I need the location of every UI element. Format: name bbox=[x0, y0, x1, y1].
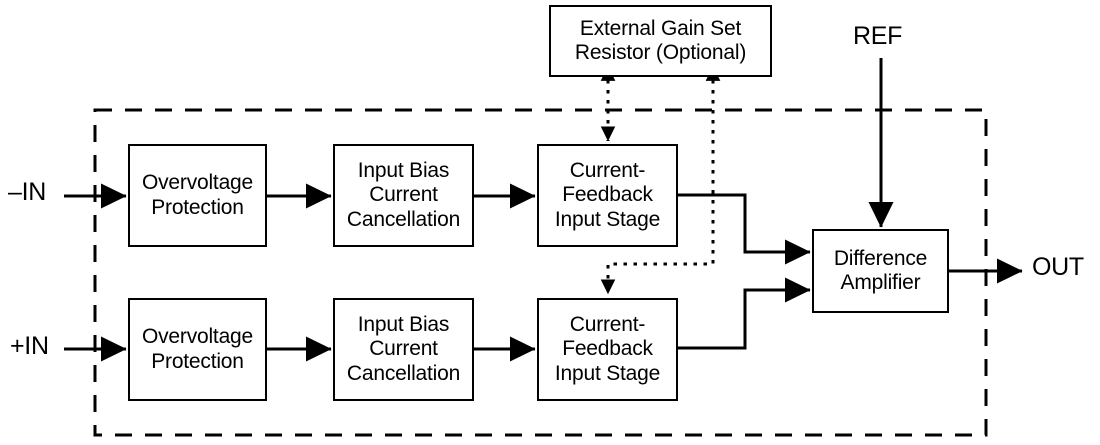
wire-cf-bottom-to-difference-amplifier bbox=[678, 277, 811, 350]
block-label-line: Current bbox=[369, 183, 438, 207]
block-label-line: External Gain Set bbox=[579, 16, 742, 40]
block-label-line: Resistor (Optional) bbox=[574, 41, 747, 64]
block-label-line: Current- bbox=[569, 312, 646, 336]
block-label-line: Protection bbox=[151, 195, 244, 219]
block-current-feedback-input-stage-bottom: Current- Feedback Input Stage bbox=[537, 298, 678, 401]
block-external-gain-set-resistor: External Gain Set Resistor (Optional) bbox=[549, 5, 772, 77]
block-label-line: Current bbox=[369, 337, 438, 361]
wire-gain-resistor-to-cf-bottom bbox=[600, 65, 721, 295]
block-label-line: Feedback bbox=[562, 337, 653, 361]
block-overvoltage-protection-top: Overvoltage Protection bbox=[128, 144, 267, 247]
block-label-line: Amplifier bbox=[840, 271, 921, 294]
port-label-out: OUT bbox=[1032, 253, 1084, 281]
block-label-line: Feedback bbox=[562, 183, 653, 207]
block-label-line: Current- bbox=[569, 158, 646, 182]
port-label-ref: REF bbox=[853, 22, 903, 50]
block-overvoltage-protection-bottom: Overvoltage Protection bbox=[128, 298, 267, 401]
block-label-line: Input Bias bbox=[357, 312, 450, 336]
port-label-plus-in: +IN bbox=[10, 332, 49, 360]
block-label-line: Overvoltage bbox=[141, 325, 254, 349]
block-label-line: Input Stage bbox=[554, 361, 661, 385]
block-label-line: Input Stage bbox=[554, 207, 661, 231]
block-label-line: Protection bbox=[151, 349, 244, 373]
block-input-bias-current-cancellation-bottom: Input Bias Current Cancellation bbox=[333, 298, 474, 401]
block-label-line: Input Bias bbox=[357, 158, 450, 182]
block-label-line: Cancellation bbox=[346, 207, 461, 231]
wire-cf-top-to-difference-amplifier bbox=[678, 193, 811, 265]
block-label-line: Overvoltage bbox=[141, 171, 254, 195]
block-label-line: Difference bbox=[833, 246, 928, 270]
block-label-line: Cancellation bbox=[346, 361, 461, 385]
port-label-minus-in: –IN bbox=[8, 178, 47, 206]
block-current-feedback-input-stage-top: Current- Feedback Input Stage bbox=[537, 144, 678, 247]
block-difference-amplifier: Difference Amplifier bbox=[812, 229, 949, 313]
block-input-bias-current-cancellation-top: Input Bias Current Cancellation bbox=[333, 144, 474, 247]
